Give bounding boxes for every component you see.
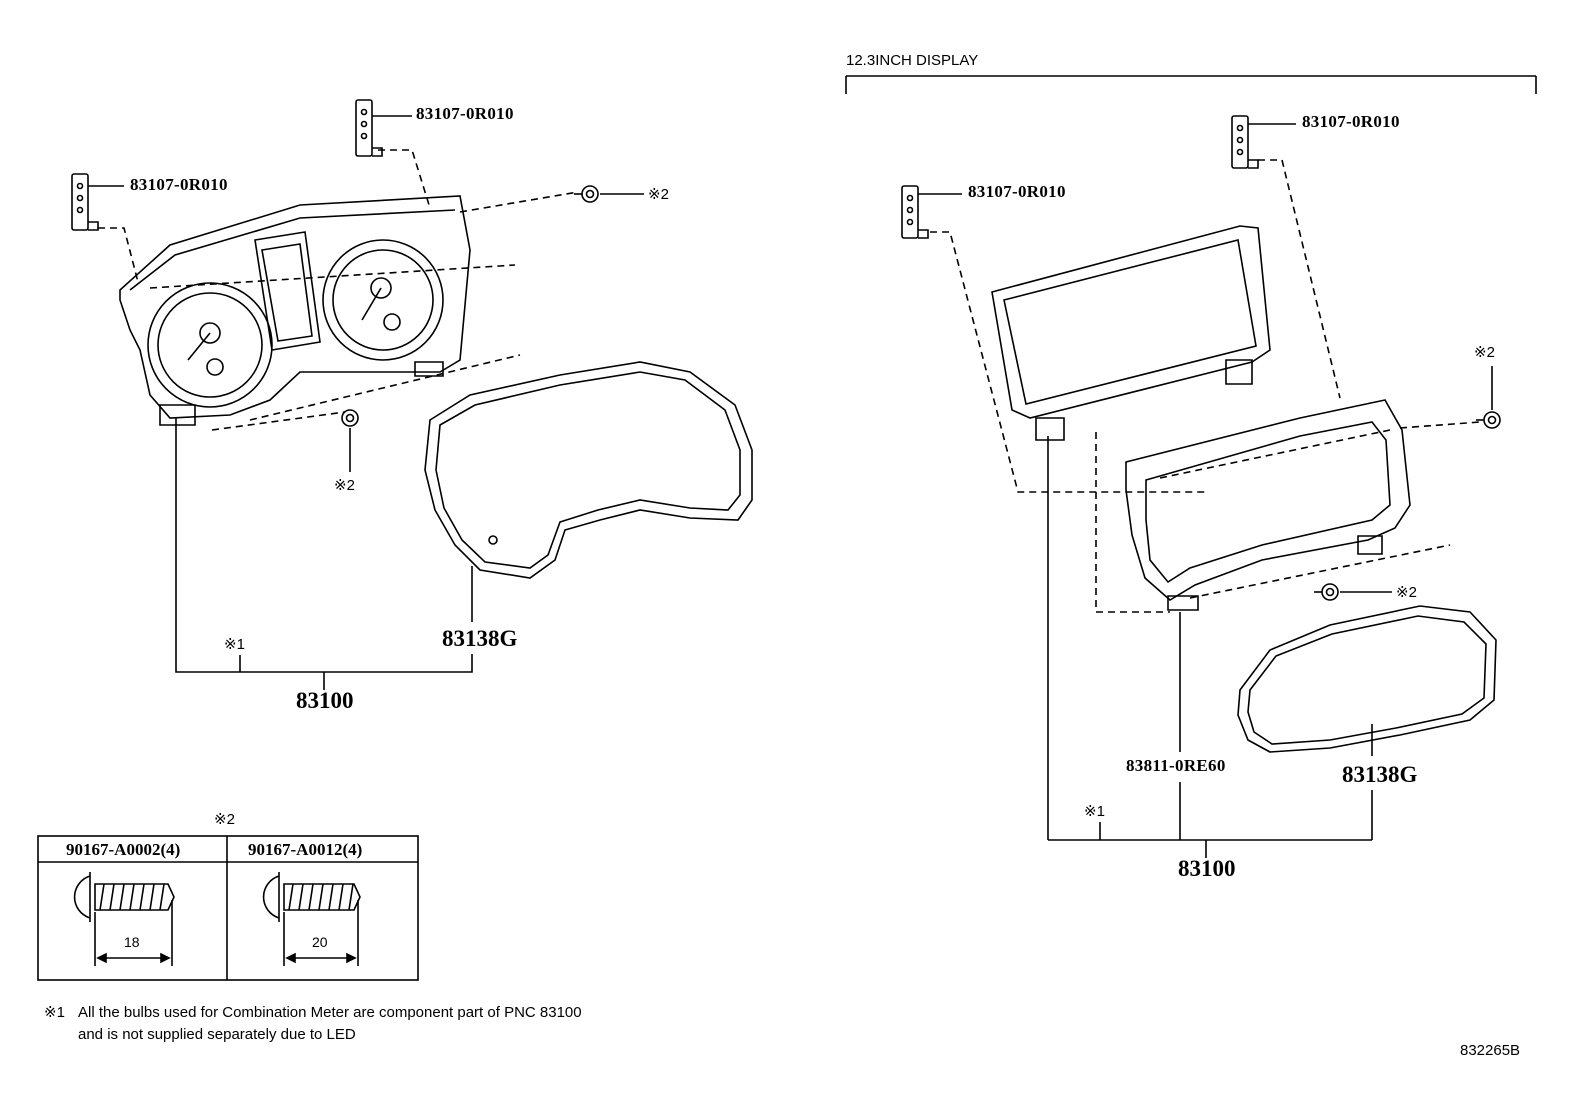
screw-length-1: 18 <box>124 934 140 950</box>
screw-20-icon <box>262 872 361 966</box>
left-bracket-top-label: 83107-0R010 <box>416 104 514 123</box>
screw-part-2: 90167-A0012(4) <box>248 840 363 859</box>
left-assembly-bracket <box>175 418 473 690</box>
left-bracket-left-label: 83107-0R010 <box>130 175 228 194</box>
left-lens-cover-icon <box>424 361 753 622</box>
right-dashed-leaders <box>930 159 1481 613</box>
left-screw-bottom-label: ※2 <box>334 477 355 494</box>
right-lens-cover-icon <box>1237 605 1497 756</box>
left-dashed-leaders <box>98 149 579 431</box>
right-cover-label: 83138G <box>1342 762 1418 787</box>
right-screw-bottom-label: ※2 <box>1396 584 1417 601</box>
footnote-mark: ※1 <box>44 1004 65 1021</box>
right-display-unit-label: 83811-0RE60 <box>1126 756 1226 775</box>
left-assembly-label: 83100 <box>296 688 354 713</box>
left-screw-bottom-icon <box>341 409 359 472</box>
screw-length-2: 20 <box>312 934 328 950</box>
right-meter-frame-icon <box>1125 399 1411 611</box>
right-screw-top-label: ※2 <box>1474 344 1495 361</box>
left-bracket-top-icon <box>355 99 412 157</box>
display-header: 12.3INCH DISPLAY <box>846 52 979 69</box>
right-assembly-label: 83100 <box>1178 856 1236 881</box>
screw-table-title: ※2 <box>214 811 235 828</box>
screw-part-1: 90167-A0002(4) <box>66 840 181 859</box>
left-cover-label: 83138G <box>442 626 518 651</box>
left-screw-top-icon <box>574 185 644 203</box>
screw-18-icon <box>73 872 175 966</box>
right-bracket-top-label: 83107-0R010 <box>1302 112 1400 131</box>
diagram-id: 832265B <box>1460 1042 1521 1059</box>
footnote-line2: and is not supplied separately due to LE… <box>78 1026 356 1043</box>
right-screw-top-icon <box>1476 366 1501 429</box>
right-bracket-left-label: 83107-0R010 <box>968 182 1066 201</box>
screw-table-frame <box>37 835 419 981</box>
right-display-unit-icon <box>991 225 1271 441</box>
right-bracket-left-icon <box>901 185 962 239</box>
left-note-ref: ※1 <box>224 636 245 653</box>
left-screw-top-label: ※2 <box>648 186 669 203</box>
footnote-line1: All the bulbs used for Combination Meter… <box>78 1004 582 1021</box>
right-note-ref: ※1 <box>1084 803 1105 820</box>
left-combination-meter-icon <box>119 195 471 426</box>
right-bracket-top-icon <box>1231 115 1296 169</box>
left-bracket-left-icon <box>71 173 124 231</box>
right-screw-bottom-icon <box>1314 583 1392 601</box>
right-assembly-bracket <box>1047 436 1373 858</box>
